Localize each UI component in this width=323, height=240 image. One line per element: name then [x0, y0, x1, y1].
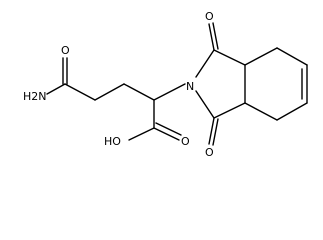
bond-acid-oh	[128, 127, 155, 141]
structure-canvas: O H2N O N O O HO	[23, 10, 308, 159]
bond-n-cbottom	[195, 90, 215, 119]
bond-n-ctop	[195, 49, 215, 78]
bond-chain-1	[64, 83, 96, 101]
bond-acid-o-2	[155, 122, 182, 136]
bond-acid-o-1	[153, 127, 180, 141]
atom-o-acid: O	[181, 135, 190, 148]
bond-ctop-ring	[213, 49, 246, 66]
bond-chain-3	[123, 83, 155, 101]
bond-bottom-co-1	[208, 117, 215, 145]
bond-amide-n	[46, 83, 66, 95]
atom-oh: HO	[104, 135, 121, 148]
bond-calpha-n	[153, 83, 186, 101]
bond-top-co-2	[212, 22, 219, 50]
atom-o-bottom: O	[205, 146, 214, 159]
bond-cyclo-1	[244, 47, 278, 66]
bond-chain-2	[94, 83, 125, 101]
atom-o-amide: O	[61, 44, 70, 57]
bond-cbottom-ring	[213, 102, 246, 119]
atom-o-top: O	[205, 10, 214, 23]
atom-h2n: H2N	[23, 90, 47, 103]
bond-cyclo-4	[276, 102, 308, 121]
bond-layer	[46, 22, 308, 146]
molecule-structure: O H2N O N O O HO	[23, 10, 308, 159]
atom-label-layer: O H2N O N O O HO	[23, 10, 214, 159]
bond-top-co-1	[208, 23, 215, 51]
atom-n-imide: N	[186, 80, 194, 93]
bond-bottom-co-2	[212, 118, 219, 146]
bond-cyclo-5	[244, 102, 278, 121]
bond-cyclo-2	[276, 47, 308, 66]
